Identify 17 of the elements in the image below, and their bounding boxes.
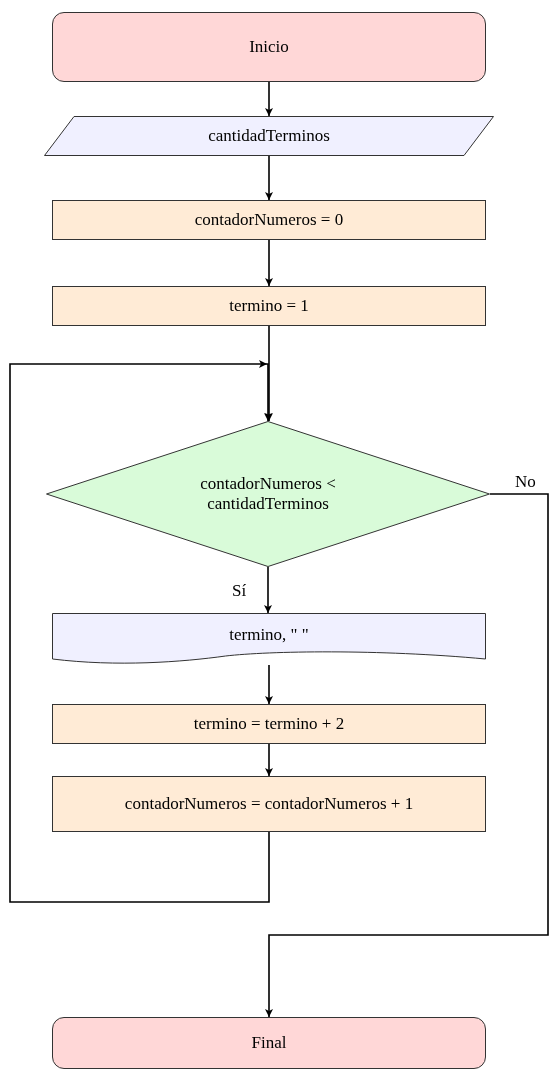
decision-diamond: contadorNumeros < cantidadTerminos <box>46 421 490 567</box>
arrow <box>265 325 273 422</box>
input-parallelogram: cantidadTerminos <box>44 116 494 156</box>
arrow <box>265 493 549 1018</box>
process-box: contadorNumeros = contadorNumeros + 1 <box>52 776 486 832</box>
terminal-box: Inicio <box>52 12 486 82</box>
arrow <box>264 566 272 614</box>
arrow <box>265 664 273 705</box>
process-box: termino = termino + 2 <box>52 704 486 744</box>
arrow <box>265 239 273 287</box>
process-box: contadorNumeros = 0 <box>52 200 486 240</box>
terminal-box: Final <box>52 1017 486 1069</box>
process-box: termino = 1 <box>52 286 486 326</box>
arrow <box>265 81 273 117</box>
arrow <box>265 155 273 201</box>
arrow <box>265 743 273 777</box>
output-document-shape: termino, " " <box>52 613 486 665</box>
